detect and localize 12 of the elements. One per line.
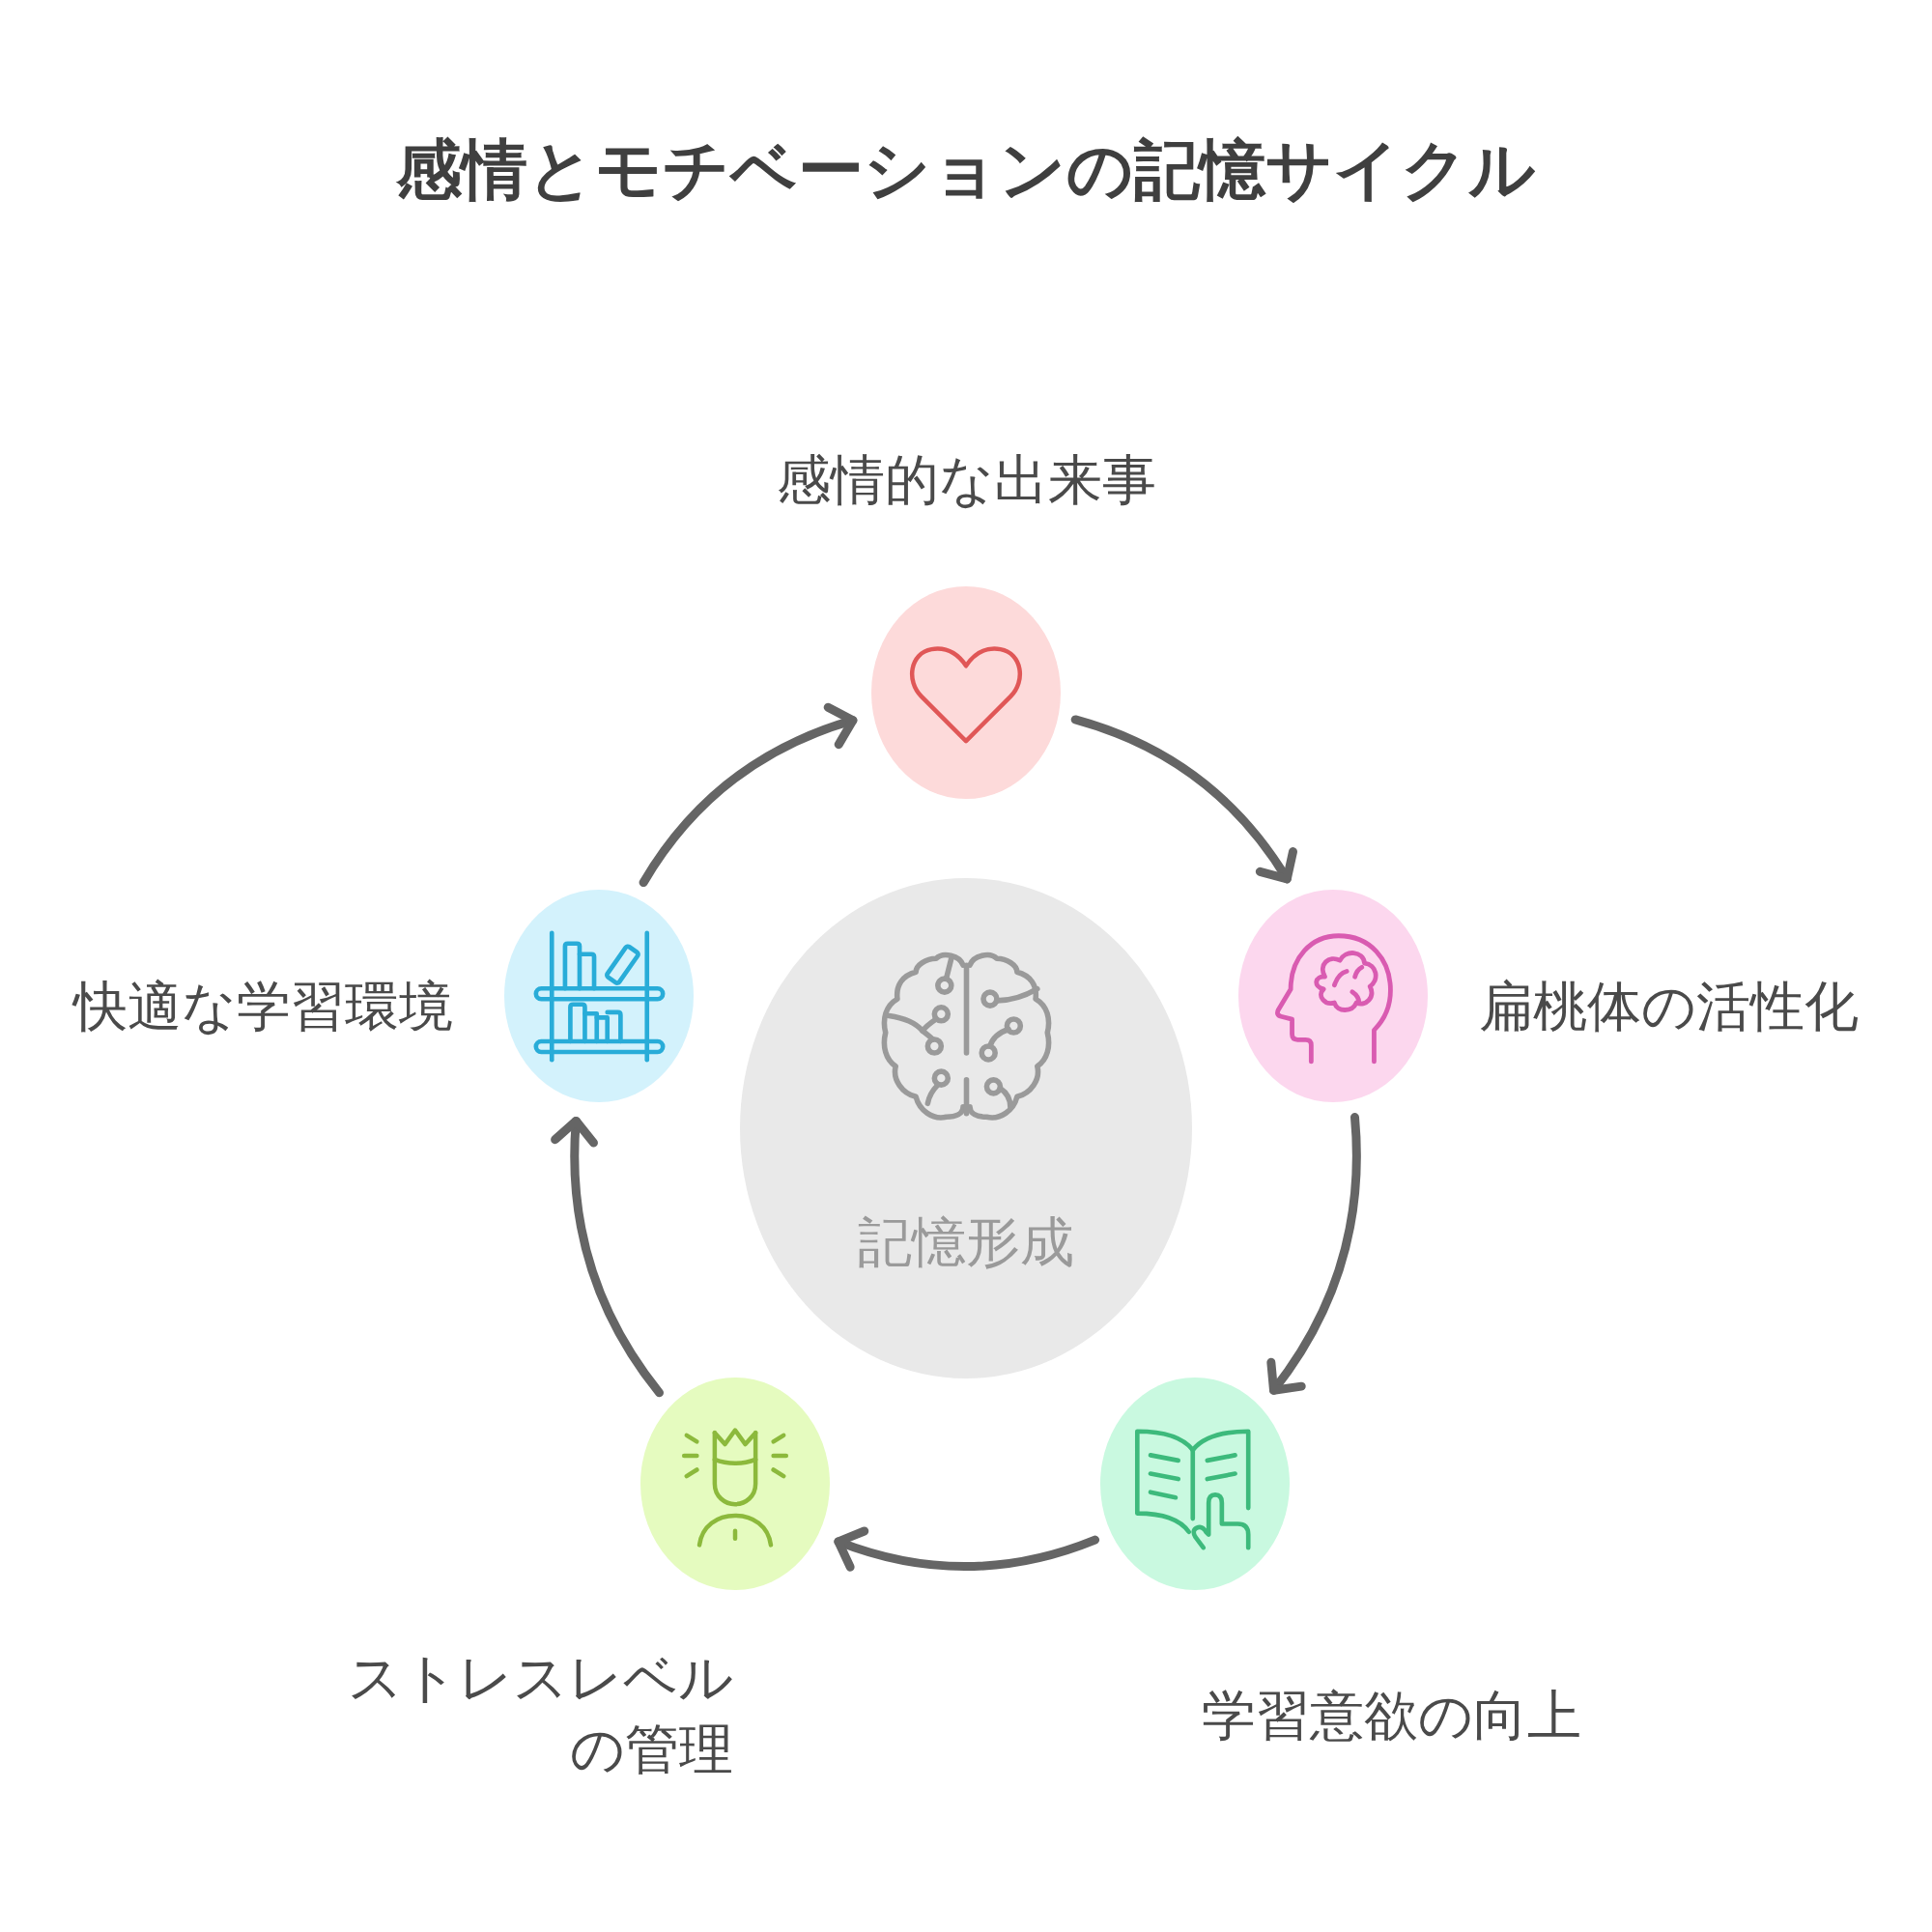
step-label: 扁桃体の活性化 — [1479, 974, 1859, 1040]
step-label: 学習意欲の向上 — [1202, 1683, 1581, 1749]
arrow — [1265, 1113, 1361, 1395]
arrow — [551, 1116, 664, 1398]
arrow — [834, 1525, 1100, 1572]
title: 感情とモチベーションの記憶サイクル — [396, 129, 1536, 210]
step-label: ストレスレベルの管理 — [347, 1645, 733, 1782]
arrow — [639, 703, 858, 888]
center-label: 記憶形成 — [858, 1209, 1074, 1276]
arrow — [1070, 715, 1297, 884]
step-label: 感情的な出来事 — [776, 447, 1156, 514]
step-label: 快適な学習環境 — [73, 974, 453, 1040]
